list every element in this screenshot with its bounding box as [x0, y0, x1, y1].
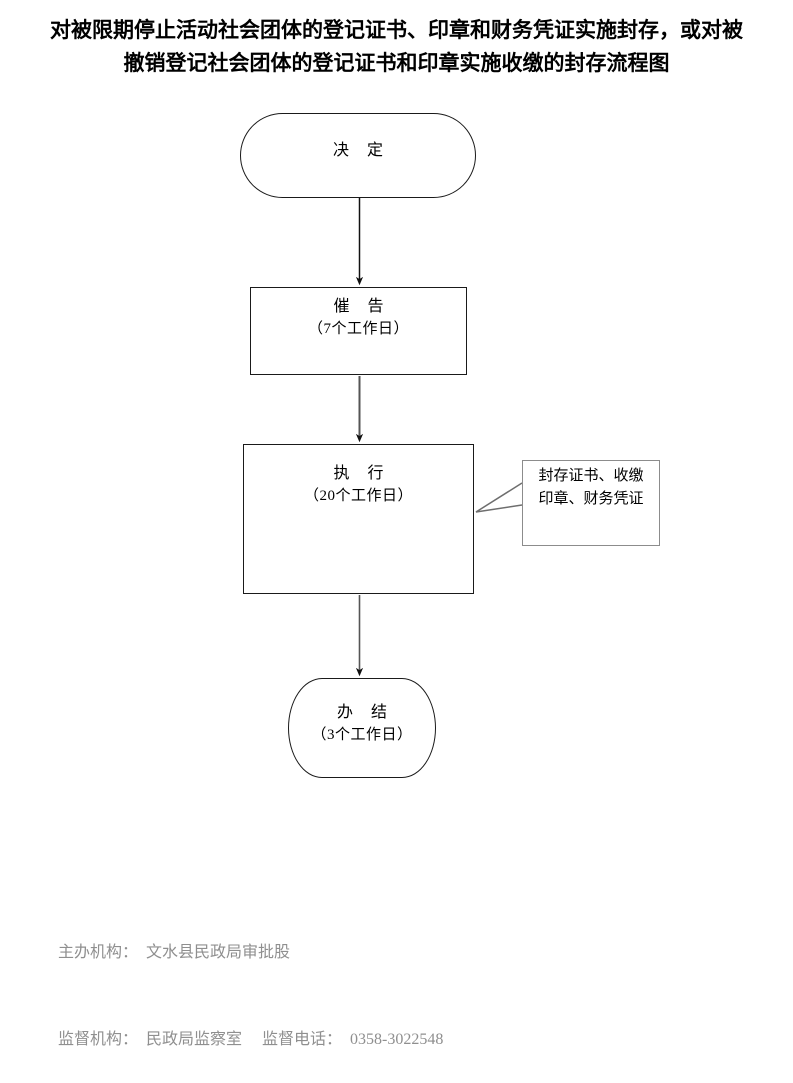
flow-node-execute[interactable]: 执 行 （20个工作日） — [243, 444, 474, 594]
flowchart-connectors — [355, 198, 523, 677]
flow-callout-line-1: 封存证书、收缴 — [538, 468, 644, 484]
footer-host-agency: 主办机构： 文水县民政局审批股 — [58, 944, 291, 961]
flow-node-decision-main: 决 定 — [332, 142, 390, 159]
flow-node-decision[interactable]: 决 定 — [240, 113, 476, 198]
page-title: 对被限期停止活动社会团体的登记证书、印章和财务凭证实施封存，或对被 撤销登记社会… — [0, 14, 793, 80]
flow-node-execute-main: 执 行 — [333, 465, 391, 482]
page-title-line-1: 对被限期停止活动社会团体的登记证书、印章和财务凭证实施封存，或对被 — [50, 19, 743, 42]
flow-node-complete-sub: （3个工作日） — [311, 727, 413, 743]
callout-pointer — [475, 482, 523, 513]
flowchart-diagram: 决 定 催 告 （7个工作日） 执 行 （20个工作日） 封存证书、收缴 印章、… — [240, 113, 660, 778]
flow-node-notice-text: 催 告 （7个工作日） — [251, 296, 466, 340]
flow-callout-text: 封存证书、收缴 印章、财务凭证 — [523, 465, 659, 511]
flow-callout-execute[interactable]: 封存证书、收缴 印章、财务凭证 — [522, 460, 660, 546]
flow-node-complete[interactable]: 办 结 （3个工作日） — [288, 678, 436, 778]
flow-callout-line-2: 印章、财务凭证 — [538, 491, 644, 507]
flow-node-notice-main: 催 告 — [333, 298, 391, 315]
flow-node-complete-text: 办 结 （3个工作日） — [289, 702, 435, 746]
footer: 主办机构： 文水县民政局审批股 监督机构： 民政局监察室 监督电话： 0358-… — [58, 880, 443, 1083]
flow-node-execute-text: 执 行 （20个工作日） — [244, 463, 473, 507]
flow-node-complete-main: 办 结 — [336, 704, 394, 721]
flow-node-execute-sub: （20个工作日） — [303, 488, 413, 504]
flow-node-decision-text: 决 定 — [241, 140, 475, 162]
footer-supervision-agency: 监督机构： 民政局监察室 监督电话： 0358-3022548 — [58, 1031, 444, 1048]
page-title-line-2: 撤销登记社会团体的登记证书和印章实施收缴的封存流程图 — [123, 52, 670, 75]
flow-node-notice[interactable]: 催 告 （7个工作日） — [250, 287, 467, 375]
flow-node-notice-sub: （7个工作日） — [307, 321, 409, 337]
